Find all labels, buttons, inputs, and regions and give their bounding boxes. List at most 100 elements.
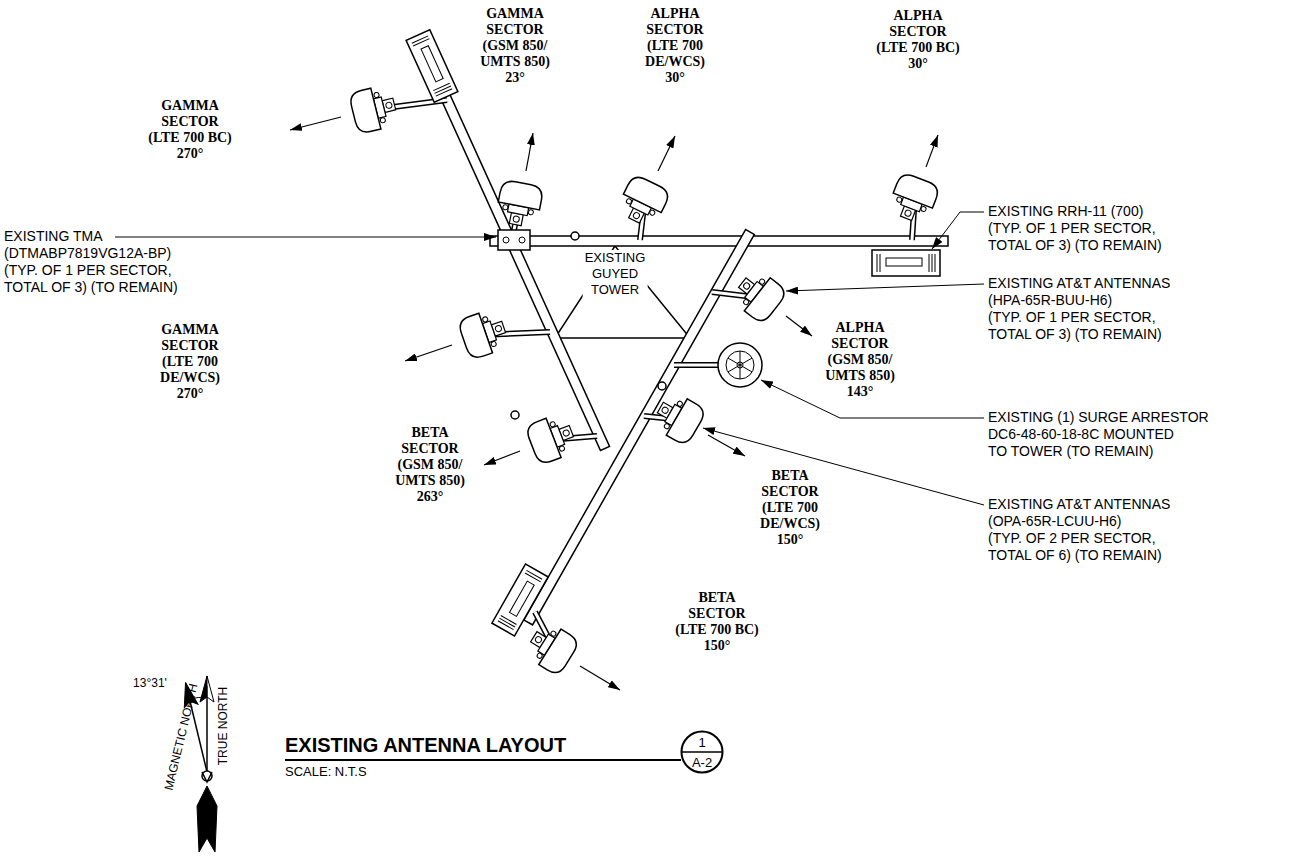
azimuth-arrow — [484, 451, 520, 465]
true-north-line — [206, 692, 208, 772]
text-line: SECTOR — [160, 338, 220, 354]
text-line: (DTMABP7819VG12A-BP) — [4, 245, 178, 262]
tower-label: EXISTING GUYED TOWER — [583, 250, 648, 298]
arrestor-face — [726, 351, 754, 379]
text-line: (LTE 700 BC) — [675, 622, 759, 638]
sector-label: ALPHA SECTOR (LTE 700 BC) 30° — [876, 8, 960, 72]
text-line: 13°31' — [133, 676, 167, 690]
callout-note: EXISTING AT&T ANTENNAS (HPA-65R-BUU-H6) … — [988, 275, 1170, 343]
rrh-unit — [872, 250, 940, 276]
text-line: TOWER — [585, 282, 646, 298]
tma-unit — [498, 230, 530, 250]
detail-number: 1 — [680, 735, 724, 750]
surge-arrestor — [718, 343, 762, 387]
leader-line — [932, 212, 984, 249]
text-line: SECTOR — [395, 441, 465, 457]
dimension-tick — [207, 686, 208, 697]
callout-note: EXISTING RRH-11 (700) (TYP. OF 1 PER SEC… — [988, 203, 1162, 254]
title-underline — [285, 759, 681, 761]
arm-clamp — [658, 382, 666, 390]
antenna — [525, 411, 579, 465]
text-line: EXISTING RRH-11 (700) — [988, 203, 1162, 220]
text-line: DE/WCS) — [645, 54, 705, 70]
mount-arm-bar — [524, 230, 754, 625]
text-line: 23° — [480, 70, 550, 86]
text-line: UMTS 850) — [395, 473, 465, 489]
mount-pipes — [370, 100, 915, 650]
text-line: EXISTING — [585, 250, 646, 266]
text-line: (TYP. OF 2 PER SECTOR, — [988, 530, 1170, 547]
text-line: 270° — [160, 386, 220, 402]
azimuth-arrow — [580, 666, 620, 690]
callout-note: EXISTING TMA (DTMABP7819VG12A-BP) (TYP. … — [4, 228, 178, 296]
text-line: ALPHA — [645, 6, 705, 22]
text-line: (LTE 700 BC) — [876, 40, 960, 56]
arm-clamp — [511, 411, 519, 419]
leader-line — [786, 284, 984, 291]
sector-label: BETA SECTOR (LTE 700 BC) 150° — [675, 590, 759, 654]
leader-line — [703, 428, 984, 505]
sector-label: GAMMA SECTOR (GSM 850/ UMTS 850) 23° — [480, 6, 550, 86]
text-line: (LTE 700 — [760, 500, 820, 516]
text-line: DE/WCS) — [160, 370, 220, 386]
text-line: (GSM 850/ — [825, 352, 895, 368]
text-line: EXISTING AT&T ANTENNAS — [988, 275, 1170, 292]
leader-line — [115, 237, 496, 238]
text-line: (OPA-65R-LCUU-H6) — [988, 513, 1170, 530]
azimuth-arrow — [526, 133, 533, 171]
text-line: UMTS 850) — [825, 368, 895, 384]
azimuth-arrows — [290, 117, 938, 690]
sector-label: ALPHA SECTOR (GSM 850/ UMTS 850) 143° — [825, 320, 895, 400]
text-line: SCALE: N.T.S — [285, 764, 367, 780]
text-line: (TYP. OF 1 PER SECTOR, — [988, 309, 1170, 326]
azimuth-arrow — [405, 345, 452, 361]
text-line: DE/WCS) — [760, 516, 820, 532]
scale-note: SCALE: N.T.S — [285, 764, 367, 780]
tma-port — [503, 237, 509, 243]
leader-line — [761, 380, 984, 418]
text-line: (TYP. OF 1 PER SECTOR, — [988, 220, 1162, 237]
azimuth-arrow — [926, 135, 938, 167]
text-line: 270° — [148, 146, 232, 162]
sector-label: ALPHA SECTOR (LTE 700 DE/WCS) 30° — [645, 6, 705, 86]
true-north-head — [207, 676, 214, 702]
text-line: 30° — [645, 70, 705, 86]
sector-label: BETA SECTOR (GSM 850/ UMTS 850) 263° — [395, 425, 465, 505]
text-line: SECTOR — [825, 336, 895, 352]
text-line: UMTS 850) — [480, 54, 550, 70]
mount-arm — [490, 236, 948, 246]
text-line: (GSM 850/ — [480, 38, 550, 54]
sector-label: GAMMA SECTOR (LTE 700 BC) 270° — [148, 98, 232, 162]
text-line: BETA — [675, 590, 759, 606]
text-line: SECTOR — [148, 114, 232, 130]
callout-note: EXISTING (1) SURGE ARRESTOR DC6-48-60-18… — [988, 409, 1209, 460]
text-line: DC6-48-60-18-8C MOUNTED — [988, 426, 1209, 443]
text-line: TOTAL OF 3) (TO REMAIN) — [988, 326, 1170, 343]
sector-label: GAMMA SECTOR (LTE 700 DE/WCS) 270° — [160, 322, 220, 402]
arrestor-body — [718, 343, 762, 387]
azimuth-arrow — [290, 117, 341, 130]
text-line: SECTOR — [675, 606, 759, 622]
tma-box — [498, 230, 530, 250]
guyed-tower-face — [555, 246, 690, 338]
text-line: EXISTING (1) SURGE ARRESTOR — [988, 409, 1209, 426]
text-line: (HPA-65R-BUU-H6) — [988, 292, 1170, 309]
antenna — [523, 619, 581, 677]
text-line: SECTOR — [876, 24, 960, 40]
text-line: BETA — [395, 425, 465, 441]
antenna — [348, 84, 399, 135]
text-line: (LTE 700 BC) — [148, 130, 232, 146]
true-north-label: TRUE NORTH — [216, 687, 230, 765]
text-line: 150° — [760, 532, 820, 548]
text-line: TOTAL OF 3) (TO REMAIN) — [4, 279, 178, 296]
text-line: TRUE NORTH — [216, 687, 230, 765]
compass-n-mark — [202, 772, 212, 782]
pipe-outline — [370, 100, 915, 650]
text-line: 150° — [675, 638, 759, 654]
antenna — [495, 179, 544, 228]
text-line: BETA — [760, 468, 820, 484]
text-line: 143° — [825, 384, 895, 400]
tower-frame — [417, 43, 948, 625]
antenna — [615, 174, 671, 230]
declination-angle: 13°31' — [133, 676, 167, 690]
